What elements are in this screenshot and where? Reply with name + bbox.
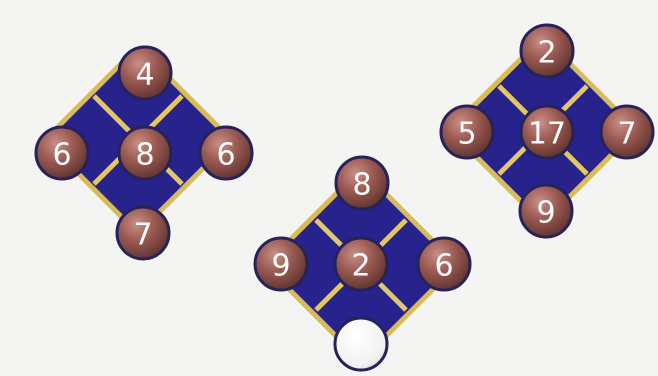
ball-number: 4: [135, 58, 154, 93]
ball-top: 4: [119, 47, 171, 99]
ball-number: 6: [434, 249, 453, 284]
ball-number: 7: [133, 218, 152, 253]
ball-number: 2: [537, 36, 556, 71]
ball-number: 17: [528, 117, 566, 152]
puzzle-board-right: 2 5 17 7 9: [441, 25, 653, 237]
ball-right: 6: [418, 238, 470, 290]
ball-left: 6: [36, 127, 88, 179]
ball-number: 2: [351, 249, 370, 284]
ball-bottom-missing: [335, 318, 387, 370]
ball-number: 9: [536, 196, 555, 231]
puzzle-board-middle: 8 9 2 6: [255, 157, 470, 370]
ball-number: 7: [617, 117, 636, 152]
ball-number: 6: [52, 138, 71, 173]
ball-center: 17: [521, 106, 573, 158]
ball-bottom: 9: [520, 185, 572, 237]
ball-top: 8: [336, 157, 388, 209]
puzzle-board-left: 4 6 8 6 7: [36, 47, 252, 259]
ball-right: 7: [601, 106, 653, 158]
ball-right: 6: [200, 127, 252, 179]
ball-left: 5: [441, 106, 493, 158]
ball-bottom: 7: [117, 207, 169, 259]
ball-top: 2: [521, 25, 573, 77]
ball-number: 9: [271, 249, 290, 284]
ball-number: 5: [457, 117, 476, 152]
ball-number: 6: [216, 138, 235, 173]
ball-center: 2: [335, 238, 387, 290]
ball-center: 8: [119, 127, 171, 179]
ball-number: 8: [352, 168, 371, 203]
ball-number: 8: [135, 138, 154, 173]
ball-left: 9: [255, 238, 307, 290]
